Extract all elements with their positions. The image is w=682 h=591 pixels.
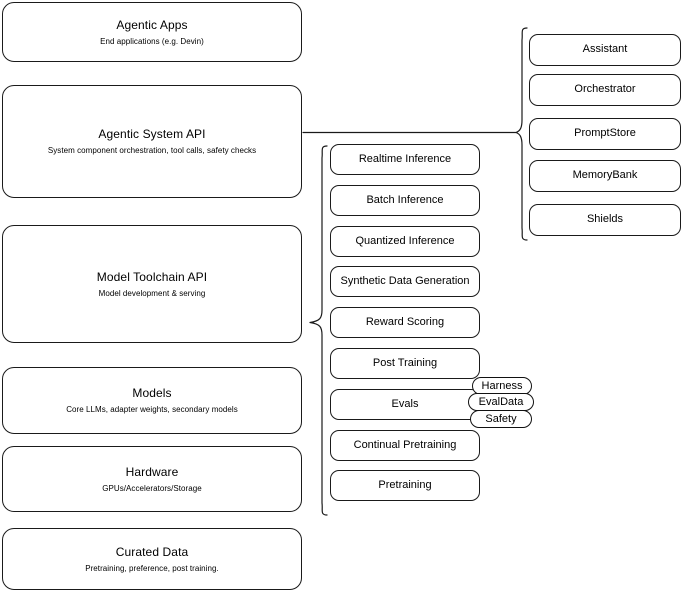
capability-label: Continual Pretraining [353, 438, 457, 451]
layer-box-curated-data[interactable]: Curated Data Pretraining, preference, po… [2, 528, 302, 590]
capability-label: Post Training [372, 356, 438, 369]
layer-title: Model Toolchain API [96, 269, 208, 284]
component-box-assistant[interactable]: Assistant [529, 34, 681, 66]
layer-title: Agentic Apps [116, 17, 188, 32]
evals-tag-label: Harness [481, 380, 523, 392]
brace-system-components [515, 27, 528, 241]
layer-subtitle: GPUs/Accelerators/Storage [102, 483, 202, 493]
capability-box-batch-inference[interactable]: Batch Inference [330, 185, 480, 216]
capability-box-synthetic-data-generation[interactable]: Synthetic Data Generation [330, 266, 480, 297]
component-label: MemoryBank [572, 169, 638, 182]
layer-subtitle: System component orchestration, tool cal… [47, 146, 257, 155]
capability-label: Evals [391, 397, 419, 410]
component-label: Shields [586, 213, 624, 226]
capability-label: Quantized Inference [355, 234, 455, 247]
component-label: PromptStore [574, 127, 636, 140]
layer-title: Agentic System API [98, 127, 206, 141]
capability-label: Batch Inference [366, 193, 444, 206]
layer-box-hardware[interactable]: Hardware GPUs/Accelerators/Storage [2, 446, 302, 512]
evals-tag-label: Safety [485, 413, 517, 425]
component-label: Orchestrator [574, 83, 636, 96]
layer-subtitle: Model development & serving [98, 288, 206, 298]
layer-subtitle: Core LLMs, adapter weights, secondary mo… [66, 405, 238, 414]
brace-toolchain-capabilities [309, 145, 328, 516]
capability-box-realtime-inference[interactable]: Realtime Inference [330, 144, 480, 175]
capability-box-continual-pretraining[interactable]: Continual Pretraining [330, 430, 480, 461]
component-box-shields[interactable]: Shields [529, 204, 681, 236]
capability-box-evals[interactable]: Evals [330, 389, 480, 420]
component-box-memorybank[interactable]: MemoryBank [529, 160, 681, 192]
capability-label: Pretraining [378, 478, 432, 491]
capability-box-reward-scoring[interactable]: Reward Scoring [330, 307, 480, 338]
layer-box-model-toolchain-api[interactable]: Model Toolchain API Model development & … [2, 225, 302, 343]
evals-tag-safety[interactable]: Safety [470, 410, 532, 428]
layer-title: Models [132, 386, 172, 400]
layer-subtitle: Pretraining, preference, post training. [85, 563, 219, 573]
capability-box-pretraining[interactable]: Pretraining [330, 470, 480, 501]
evals-tag-label: EvalData [478, 396, 524, 408]
layer-box-models[interactable]: Models Core LLMs, adapter weights, secon… [2, 367, 302, 434]
component-box-promptstore[interactable]: PromptStore [529, 118, 681, 150]
capability-box-quantized-inference[interactable]: Quantized Inference [330, 226, 480, 257]
layer-box-agentic-system-api[interactable]: Agentic System API System component orch… [2, 85, 302, 198]
evals-tag-evaldata[interactable]: EvalData [468, 393, 534, 411]
component-label: Assistant [582, 43, 628, 56]
capability-label: Reward Scoring [365, 315, 445, 328]
capability-box-post-training[interactable]: Post Training [330, 348, 480, 379]
layer-box-agentic-apps[interactable]: Agentic Apps End applications (e.g. Devi… [2, 2, 302, 62]
capability-label: Synthetic Data Generation [340, 274, 470, 287]
capability-label: Realtime Inference [358, 152, 452, 165]
layer-title: Hardware [125, 464, 179, 479]
component-box-orchestrator[interactable]: Orchestrator [529, 74, 681, 106]
layer-title: Curated Data [115, 544, 189, 559]
layer-subtitle: End applications (e.g. Devin) [100, 36, 204, 46]
